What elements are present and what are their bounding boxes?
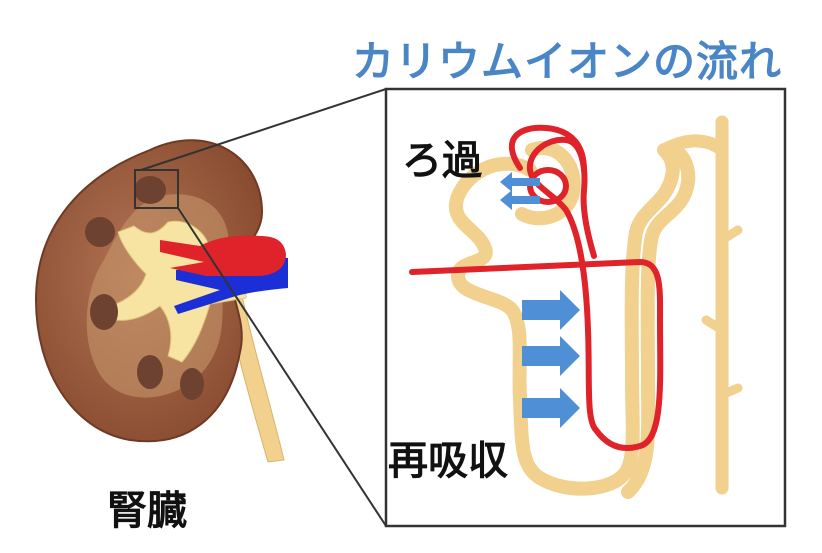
- filtration-arrows: [500, 172, 540, 210]
- filtration-arrow-icon: [500, 190, 540, 210]
- renal-artery: [160, 235, 286, 276]
- zoom-connector-bottom: [177, 207, 387, 527]
- collecting-duct-branch: [717, 383, 743, 400]
- renal-pyramid: [180, 368, 204, 400]
- kidney-label: 腎臓: [107, 488, 187, 534]
- zoom-connector-top: [140, 88, 387, 171]
- bowmans-capsule: [515, 141, 581, 226]
- filtration-arrow-icon: [500, 172, 540, 192]
- renal-pyramid: [85, 217, 115, 247]
- renal-pyramid: [90, 294, 118, 330]
- reabsorption-arrow-icon: [522, 290, 580, 330]
- collecting-duct-branch: [701, 315, 727, 335]
- zoom-source-box: [134, 169, 179, 209]
- reabsorption-arrow-icon: [522, 388, 580, 428]
- renal-pyramid: [137, 355, 163, 389]
- diagram-title: カリウムイオンの流れ: [352, 37, 783, 86]
- reabsorption-label: 再吸収: [388, 438, 508, 484]
- filtration-label: ろ過: [402, 138, 482, 184]
- connecting-tubule: [657, 134, 729, 157]
- kidney-illustration: [34, 139, 288, 463]
- nephron-detail-panel: [384, 87, 787, 528]
- reabsorption-arrows: [522, 290, 580, 428]
- afferent-arteriole: [508, 124, 587, 173]
- renal-pyramid: [134, 176, 166, 204]
- renal-tubule: [449, 142, 696, 499]
- collecting-duct-branch: [717, 225, 743, 245]
- reabsorption-arrow-icon: [522, 336, 580, 376]
